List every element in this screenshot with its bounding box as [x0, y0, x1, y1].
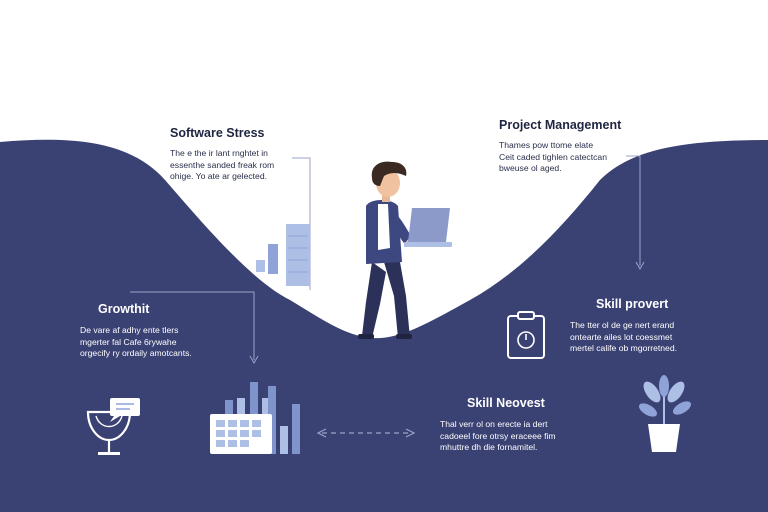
skill-provert-desc: The tter ol de ge nert erand ontearte ai… [570, 320, 677, 355]
desc-line: ohige. Yo ate ar gelected. [170, 171, 267, 181]
chat-lamp-icon [86, 398, 140, 455]
arrowhead-down-left [249, 355, 259, 365]
growth-block: Growthit De vare af adhy ente tlers mger… [80, 302, 192, 360]
growth-desc: De vare af adhy ente tlers mgerter fal C… [80, 325, 192, 360]
desc-line: Thal verr ol on erecte ia dert [440, 419, 548, 429]
project-management-title: Project Management [499, 118, 622, 132]
double-arrow-icon [316, 428, 416, 438]
arrowhead-down-right [635, 261, 645, 271]
desc-line: cadoeel fore otrsy eraceee fim [440, 430, 556, 441]
desc-line: Ceit caded tighlen catectcan [499, 151, 607, 162]
desc-line: essenthe sanded freak rom [170, 159, 275, 170]
desc-line: bweuse ol aged. [499, 163, 562, 173]
desc-line: mgerter fal Cafe 6rywahe [80, 336, 177, 347]
desc-line: The e the ir lant rnghtet in [170, 148, 268, 158]
clipboard-icon [507, 311, 545, 359]
project-management-block: Project Management Thames pow ttome elat… [499, 118, 621, 175]
desc-line: orgecify ry ordaily amotcants. [80, 348, 192, 358]
skill-neovest-title: Skill Neovest [467, 396, 545, 410]
skill-provert-title: Skill provert [596, 297, 669, 311]
desc-line: mertel calife ob mgorretned. [570, 343, 677, 353]
project-management-desc: Thames pow ttome elate Ceit caded tighle… [499, 140, 621, 175]
plant-icon [638, 375, 692, 452]
skill-provert-block: Skill provert The tter ol de ge nert era… [570, 297, 677, 355]
desc-line: ontearte ailes lot coessmet [570, 331, 673, 342]
desc-line: De vare af adhy ente tlers [80, 325, 179, 335]
software-stress-block: Software Stress The e the ir lant rnghte… [170, 126, 274, 183]
skill-neovest-desc: Thal verr ol on erecte ia dert cadoeel f… [440, 419, 556, 454]
person-laptop-illustration [358, 161, 452, 339]
software-stress-desc: The e the ir lant rnghtet in essenthe sa… [170, 148, 274, 183]
desc-line: The tter ol de ge nert erand [570, 320, 675, 330]
desc-line: Thames pow ttome elate [499, 140, 594, 150]
navy-wave-background [0, 139, 768, 512]
calendar-icon [210, 382, 300, 454]
software-stress-title: Software Stress [170, 126, 265, 140]
desc-line: mhuttre dh die fornamitel. [440, 442, 538, 452]
bar-chart-icon [256, 224, 310, 286]
growth-title: Growthit [98, 302, 150, 316]
skill-neovest-block: Skill Neovest Thal verr ol on erecte ia … [440, 396, 556, 454]
